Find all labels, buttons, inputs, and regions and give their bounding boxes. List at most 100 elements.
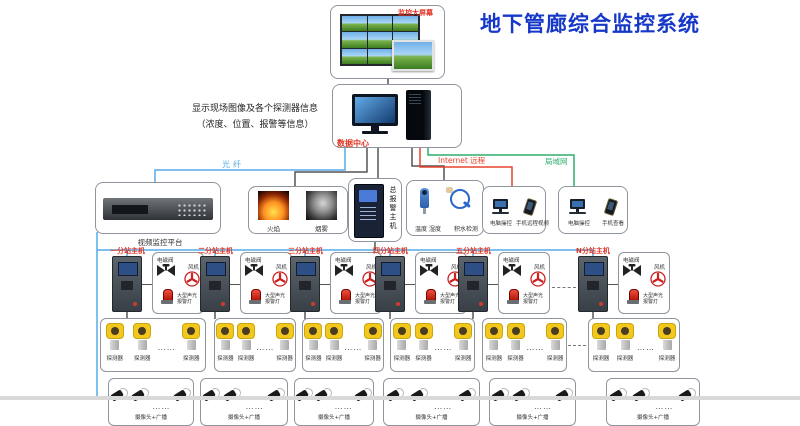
phone-view-label: 手机查看	[602, 221, 625, 227]
detector-box: 探测器 探测器 …… 探测器	[302, 318, 384, 372]
station-controller-icon	[458, 256, 488, 312]
detector-label: 探测器	[454, 356, 472, 362]
ellipsis: ……	[655, 402, 674, 411]
alarm-beacon-icon	[424, 289, 436, 306]
workstation-tower-icon	[406, 90, 431, 140]
fan-icon	[272, 271, 288, 287]
alarm-beacon-icon	[339, 289, 351, 306]
gas-detector-icon	[657, 323, 677, 353]
bottom-strip	[0, 396, 800, 400]
gas-detector: 探测器	[483, 323, 505, 362]
solenoid-valve-icon	[245, 264, 263, 276]
detector-box: 探测器 探测器 …… 探测器	[482, 318, 567, 372]
ellipsis: ……	[256, 342, 275, 352]
phone-icon	[603, 197, 619, 217]
detector-label: 探测器	[546, 356, 564, 362]
solenoid-valve-icon	[623, 264, 641, 276]
solenoid-valve-label: 电磁阀	[245, 258, 262, 264]
gas-detector: 探测器	[215, 323, 236, 362]
gas-detector-icon	[363, 323, 383, 353]
station-link-wire	[608, 284, 618, 285]
solenoid-valve-icon	[503, 264, 521, 276]
gas-detector: 探测器	[413, 323, 435, 362]
flame-label: 火焰	[267, 225, 280, 233]
actuator-box: 电磁阀 风机 大型声光报警灯	[152, 252, 204, 314]
ellipsis: ……	[152, 402, 171, 411]
station-label: N分站主机	[576, 247, 610, 255]
detector-label: 探测器	[182, 356, 200, 362]
detector-label: 探测器	[658, 356, 676, 362]
fan-label: 风机	[653, 265, 665, 271]
station-link-wire	[488, 284, 498, 285]
pc-control-label: 电脑操控	[568, 221, 591, 227]
gas-detector-icon	[591, 323, 611, 353]
detector-label: 探测器	[217, 356, 234, 362]
ellipsis: ……	[334, 402, 353, 411]
nvr-device-icon	[103, 198, 213, 220]
ellipsis: ……	[526, 342, 545, 352]
phone-video-label: 手机远程视频	[516, 221, 550, 227]
station-controller-icon	[200, 256, 230, 312]
temp-humidity-label: 温度 湿度	[415, 226, 441, 233]
camera-broadcast-label: 摄像头+广播	[415, 415, 448, 421]
water-detector-icon	[446, 187, 471, 209]
station-zone: 三分站主机 电磁阀 风机 大型声光报警灯	[288, 246, 384, 316]
detector-label: 探测器	[106, 356, 123, 362]
detector-label: 探测器	[276, 356, 293, 362]
gas-detector-icon	[275, 323, 295, 353]
fan-label: 风机	[365, 265, 377, 271]
actuator-box: 电磁阀 风机 大型声光报警灯	[240, 252, 292, 314]
gas-detector: 探测器	[236, 323, 257, 362]
alarm-beacon-label: 大型声光报警灯	[177, 293, 198, 305]
gas-detector-icon	[545, 323, 565, 353]
smoke-image	[306, 191, 337, 220]
ellipsis: ……	[157, 342, 176, 352]
station-zone: 四分站主机 电磁阀 风机 大型声光报警灯	[373, 246, 469, 316]
internet-remote-box: 电脑操控 手机远程视频	[482, 186, 550, 234]
detector-label: 探测器	[592, 356, 610, 362]
solenoid-valve-label: 电磁阀	[623, 258, 640, 264]
solenoid-valve-label: 电磁阀	[335, 258, 352, 264]
gas-detector: 探测器	[544, 323, 566, 362]
gas-detector: 探测器	[324, 323, 345, 362]
page-title: 地下管廊综合监控系统	[480, 12, 700, 36]
alarm-beacon-icon	[507, 289, 519, 306]
data-center-label: 数据中心	[337, 139, 369, 148]
detector-label: 探测器	[415, 356, 432, 362]
station-label: 二分站主机	[198, 247, 233, 255]
gas-detector-icon	[105, 323, 125, 353]
fan-label: 风机	[275, 265, 287, 271]
fiber-wire	[154, 148, 346, 182]
ellipsis: ……	[637, 342, 655, 352]
station-link-wire	[230, 284, 240, 285]
fan-label: 风机	[533, 265, 545, 271]
solenoid-valve-icon	[335, 264, 353, 276]
smoke-label: 烟雾	[315, 225, 328, 233]
camera-broadcast-box: ……摄像头+广播	[489, 378, 576, 426]
solenoid-valve-icon	[157, 264, 175, 276]
alarm-beacon-label: 大型声光报警灯	[643, 293, 664, 305]
water-detect-label: 积水检测	[453, 226, 478, 233]
detector-label: 探测器	[364, 356, 381, 362]
gas-detector: 探测器	[613, 323, 637, 362]
pc-icon	[569, 199, 589, 215]
gas-detector-icon	[453, 323, 473, 353]
solenoid-valve-icon	[420, 264, 438, 276]
gas-detector: 探测器	[103, 323, 127, 362]
camera-broadcast-box: ……摄像头+广播	[200, 378, 288, 426]
ellipsis: ……	[534, 402, 552, 411]
gas-detector: 探测器	[274, 323, 295, 362]
ellipsis: ……	[434, 342, 453, 352]
station-controller-icon	[290, 256, 320, 312]
solenoid-valve-label: 电磁阀	[157, 258, 174, 264]
station-link-wire	[142, 284, 152, 285]
zone-ellipsis-dashes	[552, 287, 576, 288]
station-controller-icon	[375, 256, 405, 312]
station-zone: 五分站主机 电磁阀 风机 大型声光报警灯	[456, 246, 552, 316]
ellipsis: ……	[344, 342, 363, 352]
fan-icon	[184, 271, 200, 287]
alarm-host-cabinet-icon	[354, 184, 384, 238]
gas-detector: 探测器	[391, 323, 413, 362]
station-zone: 二分站主机 电磁阀 风机 大型声光报警灯	[198, 246, 294, 316]
gas-detector-icon	[181, 323, 201, 353]
